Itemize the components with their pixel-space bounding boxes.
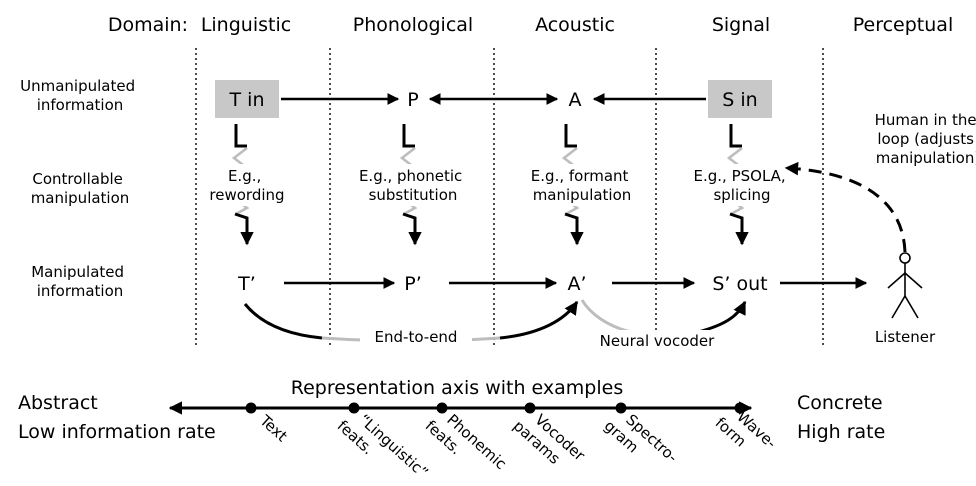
axis-example-phonemic-feats: Phonemic feats. [422, 403, 514, 482]
manip-phonological-1: E.g., phonetic [359, 167, 462, 185]
listener-leg-left [891, 295, 906, 319]
manip-linguistic-2: rewording [209, 186, 284, 204]
end-to-end-label: End-to-end [375, 328, 458, 346]
connector-top-linguistic [234, 124, 247, 148]
row-label-unmanipulated-1: Unmanipulated [20, 77, 135, 95]
human-in-loop-1: Human in the [875, 111, 976, 129]
connector-top-phonological [402, 124, 415, 148]
neural-vocoder-label-bg [594, 330, 720, 352]
axis-point-text [245, 402, 257, 414]
axis-example-linguistic-feats: “Linguistic” feats. [334, 403, 435, 482]
listener-leg-right [904, 295, 919, 319]
neural-vocoder-curve-end [689, 300, 747, 336]
column-signal: Signal [712, 14, 770, 36]
node-s-in: S in [722, 89, 757, 111]
row-label-unmanipulated-2: information [37, 96, 124, 114]
manip-signal-2: splicing [713, 186, 770, 204]
row-label-manipulated: Manipulated information [31, 263, 129, 300]
manip-linguistic: E.g., rewording [209, 167, 284, 204]
row-label-unmanipulated: Unmanipulated information [20, 77, 140, 114]
row-label-controllable: Controllable manipulation [31, 170, 130, 207]
end-to-end-curve-left [243, 303, 323, 340]
node-t-in: T in [229, 89, 265, 111]
axis-example-vocoder-params: Vocoder params [510, 403, 592, 482]
connector-top-signal [729, 124, 742, 148]
node-t-prime: T’ [237, 273, 256, 295]
neural-vocoder-label: Neural vocoder [600, 332, 715, 350]
axis-points [245, 402, 746, 414]
domain-label: Domain: [108, 14, 188, 36]
manip-phonological-2: substitution [369, 186, 458, 204]
axis-example-waveform: Wave- form [712, 400, 784, 470]
feedback-dashed-arrow [784, 161, 907, 253]
manip-acoustic-2: manipulation [533, 186, 632, 204]
connector-bottom-linguistic [234, 212, 254, 246]
manip-acoustic-1: E.g., formant [531, 167, 629, 185]
column-phonological: Phonological [353, 14, 473, 36]
axis-right-label-1: Concrete [797, 392, 883, 414]
column-acoustic: Acoustic [535, 14, 615, 36]
axis-point-waveform [734, 402, 746, 414]
manipulation-connectors [231, 124, 749, 246]
node-p-prime: P’ [404, 273, 422, 295]
manip-phonological: E.g., phonetic substitution [359, 167, 467, 204]
axis-left-label-1: Abstract [18, 392, 98, 414]
manip-signal: E.g., PSOLA, splicing [694, 167, 791, 204]
axis-example-text-1: Text [256, 411, 291, 445]
connector-bottom-signal [729, 212, 749, 246]
manip-acoustic: E.g., formant manipulation [531, 167, 633, 204]
axis-left-label-2: Low information rate [18, 421, 216, 443]
listener-arm-right [904, 272, 923, 289]
axis-example-text: Text [256, 411, 291, 445]
connector-bottom-phonological [402, 212, 422, 246]
node-a: A [569, 89, 582, 111]
row-label-manipulated-2: information [37, 282, 124, 300]
axis-point-spectrogram [615, 402, 627, 414]
t-in-box [215, 80, 279, 118]
column-linguistic: Linguistic [201, 14, 291, 36]
row-label-controllable-1: Controllable [32, 170, 123, 188]
axis-left-label: Abstract Low information rate [18, 392, 216, 443]
human-in-loop-label: Human in the loop (adjusts manipulation) [875, 111, 976, 167]
axis-right-label-2: High rate [797, 421, 885, 443]
listener-label: Listener [875, 328, 936, 346]
s-in-box [708, 80, 772, 118]
axis-point-linguistic-feats [348, 402, 360, 414]
manip-bg-linguistic [213, 164, 281, 206]
axis-title: Representation axis with examples [291, 377, 623, 399]
axis-example-spectrogram: Spectro- gram [601, 403, 685, 482]
connector-top-acoustic [564, 124, 577, 148]
manip-bg-signal [694, 164, 790, 206]
node-p: P [407, 89, 418, 111]
manip-bg-acoustic [522, 164, 644, 206]
row-label-controllable-2: manipulation [31, 189, 130, 207]
human-in-loop-2: loop (adjusts [877, 130, 974, 148]
node-s-out: S’ out [712, 273, 767, 295]
connector-bottom-acoustic [564, 212, 584, 246]
end-to-end-label-bg [360, 325, 472, 347]
manip-linguistic-1: E.g., [228, 167, 261, 185]
axis-point-vocoder-params [524, 402, 536, 414]
listener-figure [887, 252, 923, 319]
end-to-end-curve-right [499, 300, 579, 340]
manip-signal-1: E.g., PSOLA, [694, 167, 786, 185]
manip-bg-phonological [352, 164, 474, 206]
axis-point-phonemic-feats [436, 402, 448, 414]
row-label-manipulated-1: Manipulated [31, 263, 124, 281]
listener-head [899, 252, 911, 264]
human-in-loop-3: manipulation) [876, 149, 976, 167]
node-a-prime: A’ [567, 273, 586, 295]
axis-right-label: Concrete High rate [797, 392, 889, 443]
column-perceptual: Perceptual [853, 14, 953, 36]
listener-arm-left [887, 272, 906, 289]
